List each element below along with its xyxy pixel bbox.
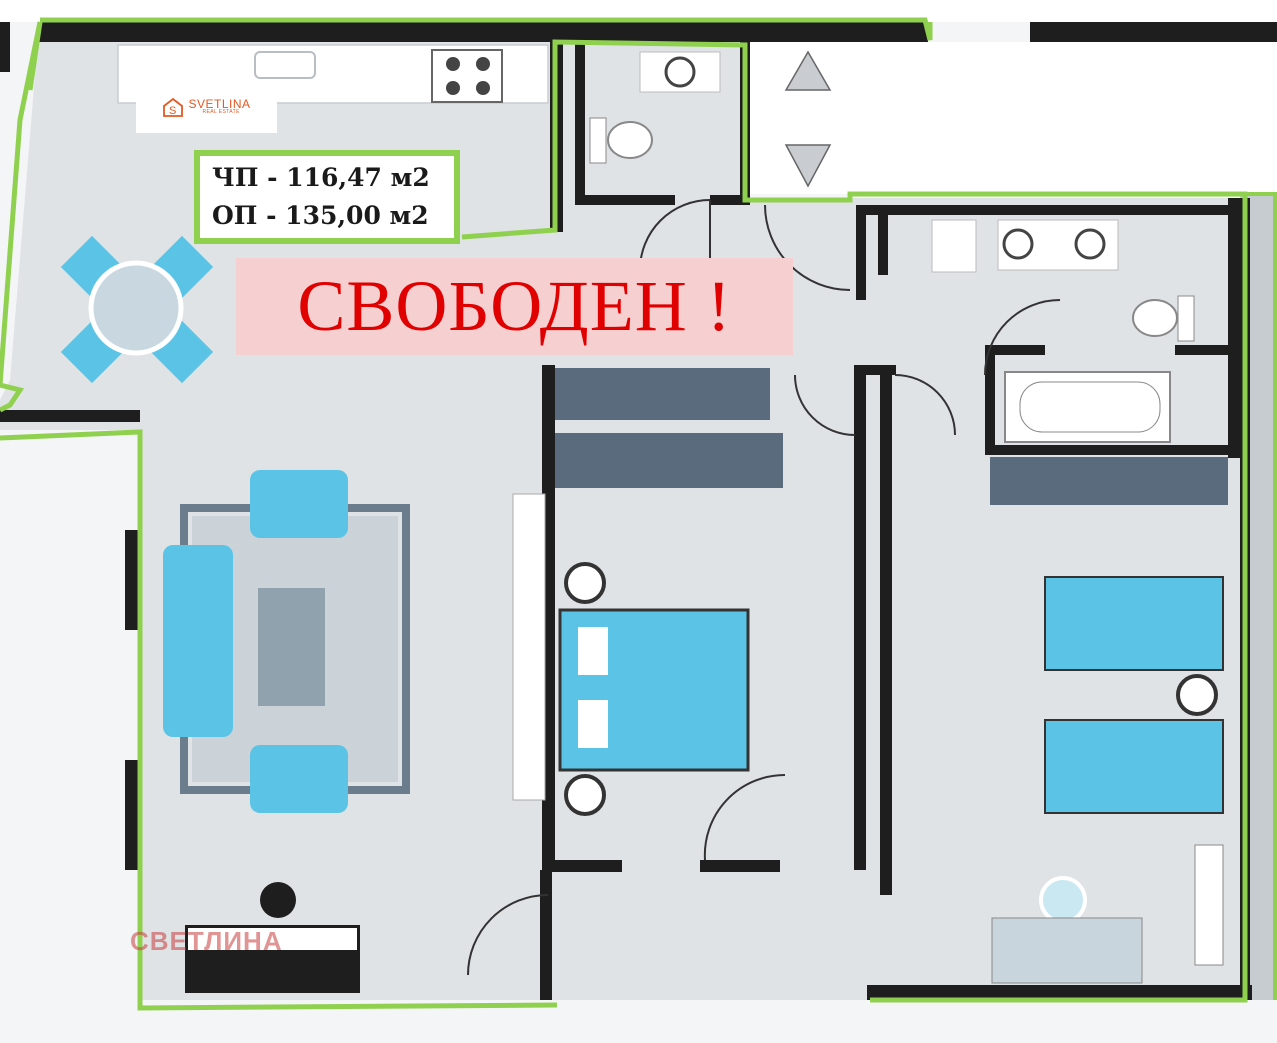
toilet-icon — [607, 121, 653, 159]
dining-table — [60, 235, 214, 384]
unit-outline-top — [40, 17, 933, 41]
nightstand-lamp-icon — [1176, 674, 1218, 716]
down-arrow-icon — [784, 144, 832, 188]
logo-subtitle: REAL ESTATE — [202, 109, 240, 115]
radiator — [1194, 844, 1224, 966]
bathroom-fixtures — [589, 51, 1195, 443]
area-info-box: ЧП - 116,47 м2 ОП - 135,00 м2 — [194, 150, 460, 244]
sink-icon — [664, 56, 696, 88]
stair-area — [750, 42, 1277, 194]
watermark: СВЕТЛИНА — [130, 926, 283, 956]
stove-icon — [431, 49, 503, 103]
net-area-label: ЧП - 116,47 м2 — [212, 163, 430, 192]
bedroom-2 — [991, 576, 1224, 984]
armchair — [250, 745, 348, 813]
toilet-icon — [1132, 299, 1178, 337]
armchair — [250, 470, 348, 538]
sink-icon — [1002, 228, 1034, 260]
house-logo-icon: S — [163, 97, 184, 117]
desk — [991, 917, 1143, 984]
sofa — [163, 545, 233, 737]
nightstand-lamp-icon — [564, 774, 606, 816]
availability-status: СВОБОДЕН ! — [297, 266, 732, 346]
svg-text:S: S — [169, 105, 176, 117]
wall-unit — [512, 493, 546, 801]
doors — [467, 199, 1061, 976]
single-bed — [1044, 576, 1224, 671]
living-room — [163, 470, 410, 813]
sink-icon — [254, 51, 316, 79]
brand-logo: S SVETLINA REAL ESTATE — [136, 80, 277, 133]
wardrobes — [555, 368, 1228, 505]
piano — [185, 882, 360, 993]
gross-area-label: ОП - 135,00 м2 — [212, 201, 429, 230]
logo-name: SVETLINA — [188, 97, 251, 111]
single-bed — [1044, 719, 1224, 814]
sink-icon — [1074, 228, 1106, 260]
coffee-table — [258, 588, 325, 706]
bedroom-1 — [512, 493, 750, 816]
unit-outline — [0, 21, 1248, 1011]
nightstand-lamp-icon — [564, 562, 606, 604]
up-arrow-icon — [784, 50, 832, 91]
status-banner: СВОБОДЕН ! — [236, 258, 793, 355]
